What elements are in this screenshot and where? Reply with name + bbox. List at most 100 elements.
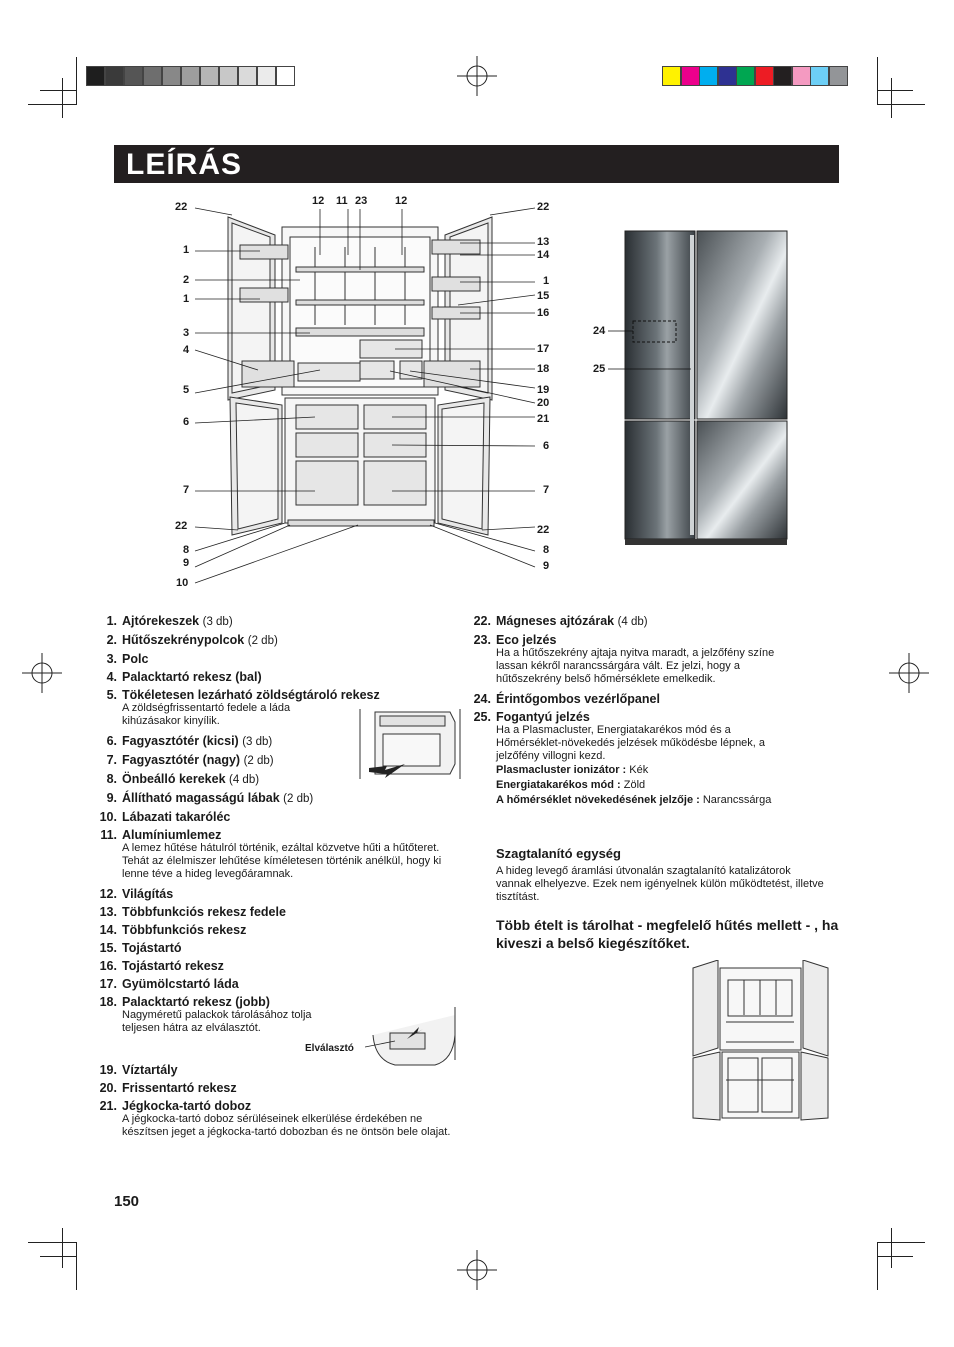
color-swatch xyxy=(662,66,681,86)
part-name: Palacktartó rekesz (bal) xyxy=(122,670,262,684)
callout-6-left: 6 xyxy=(183,416,190,428)
note-vegetable-drawer: A zöldségfrissentartó fedele a láda kihú… xyxy=(122,702,291,727)
part-name: Tojástartó rekesz xyxy=(122,959,224,973)
part-item: 6. Fagyasztótér (kicsi) (3 db) xyxy=(92,732,472,751)
part-item: 16. Tojástartó rekesz xyxy=(92,957,472,975)
part-item: 18.Palacktartó rekesz (jobb) xyxy=(92,993,472,1011)
part-number: 25. xyxy=(473,710,491,724)
indicator-color: Zöld xyxy=(623,779,646,791)
callout-4-left: 4 xyxy=(183,344,190,356)
note-bottle-rack: Nagyméretű palackok tárolásához tolja te… xyxy=(122,1009,312,1034)
callout-15-right: 15 xyxy=(537,290,550,302)
part-number: 11. xyxy=(100,828,117,842)
part-item: 19.Víztartály xyxy=(92,1061,472,1079)
part-number: 8. xyxy=(106,772,117,786)
callout-9-left: 9 xyxy=(183,557,190,569)
callout-9-right: 9 xyxy=(543,560,550,572)
callout-20-right: 20 xyxy=(537,397,550,409)
part-item: 8.Önbeálló kerekek (4 db) xyxy=(92,770,472,789)
part-number: 24. xyxy=(473,692,491,706)
gray-swatch xyxy=(238,66,257,86)
part-number: 4. xyxy=(106,670,117,684)
registration-target-left xyxy=(22,653,62,693)
indicator-color: Kék xyxy=(629,764,649,776)
part-quantity: (2 db) xyxy=(247,635,278,647)
callout-11-top: 11 xyxy=(336,195,348,207)
callout-19-right: 19 xyxy=(537,384,550,396)
part-name: Frissentartó rekesz xyxy=(122,1081,237,1095)
part-name: Önbeálló kerekek xyxy=(122,772,226,786)
part-item: 13. Többfunkciós rekesz fedele xyxy=(92,903,472,921)
part-item: 12.Világítás xyxy=(92,885,472,903)
part-number: 5. xyxy=(106,688,117,702)
gray-swatch xyxy=(181,66,200,86)
part-quantity: (2 db) xyxy=(283,793,314,805)
part-name: Többfunkciós rekesz xyxy=(122,923,247,937)
part-name: Fogantyú jelzés xyxy=(496,710,590,724)
gray-swatch xyxy=(200,66,219,86)
part-name: Tökéletesen lezárható zöldségtároló reke… xyxy=(122,688,380,702)
part-item: 14.Többfunkciós rekesz xyxy=(92,921,472,939)
deodorizer-title: Szagtalanító egység xyxy=(496,846,621,861)
part-quantity: (2 db) xyxy=(243,755,274,767)
color-swatch xyxy=(791,66,811,86)
note-ice-box: A jégkocka-tartó doboz sérüléseinek elke… xyxy=(122,1113,451,1138)
gray-swatch xyxy=(143,66,162,86)
callout-25: 25 xyxy=(593,363,606,375)
part-name: Jégkocka-tartó doboz xyxy=(122,1099,252,1113)
color-swatch xyxy=(828,66,848,86)
part-number: 17. xyxy=(99,977,117,991)
part-number: 6. xyxy=(106,734,117,748)
part-quantity: (3 db) xyxy=(202,616,233,628)
callout-8-right: 8 xyxy=(543,544,550,556)
gray-swatch xyxy=(276,66,295,86)
callout-22-top-left: 22 xyxy=(175,201,188,213)
callout-2-left: 2 xyxy=(183,274,190,286)
part-item: 15.Tojástartó xyxy=(92,939,472,957)
part-quantity: (3 db) xyxy=(242,736,273,748)
part-name: Érintőgombos vezérlőpanel xyxy=(496,692,660,706)
indicator-label: Plasmacluster ionizátor : xyxy=(496,764,627,776)
color-swatch xyxy=(699,66,718,86)
part-number: 18. xyxy=(99,995,117,1009)
gray-swatch xyxy=(86,66,105,86)
part-number: 3. xyxy=(106,652,117,666)
callout-23-top: 23 xyxy=(355,195,368,207)
deodorizer-text: A hideg levegő áramlási útvonalán szagta… xyxy=(496,865,824,903)
part-name: Gyümölcstartó láda xyxy=(122,977,239,991)
callout-16-right: 16 xyxy=(537,307,550,319)
callout-5-left: 5 xyxy=(183,384,190,396)
part-item: 10.Lábazati takaróléc xyxy=(92,808,472,826)
part-number: 20. xyxy=(99,1081,117,1095)
part-name: Lábazati takaróléc xyxy=(122,810,231,824)
gray-swatch xyxy=(162,66,181,86)
callout-8-left: 8 xyxy=(183,544,190,556)
color-swatch xyxy=(736,66,755,86)
color-swatch xyxy=(773,66,792,86)
part-number: 13. xyxy=(99,905,117,919)
part-name: Többfunkciós rekesz fedele xyxy=(122,905,286,919)
part-name: Fagyasztótér (kicsi) xyxy=(122,734,239,748)
callout-7-right: 7 xyxy=(543,484,550,496)
part-number: 12. xyxy=(99,887,117,901)
part-item: 9.Állítható magasságú lábak (2 db) xyxy=(92,789,472,808)
part-item: 7.Fagyasztótér (nagy) (2 db) xyxy=(92,751,472,770)
part-item: 3.Polc xyxy=(92,650,472,668)
part-item: 2.Hűtőszekrénypolcok (2 db) xyxy=(92,631,472,650)
color-swatch xyxy=(680,66,700,86)
callout-12-top-b: 12 xyxy=(395,195,408,207)
callout-17-right: 17 xyxy=(537,343,550,355)
gray-swatch xyxy=(257,66,276,86)
indicator-label: Energiatakarékos mód : xyxy=(496,779,621,791)
part-number: 16. xyxy=(99,959,117,973)
color-swatch xyxy=(717,66,737,86)
callout-10-left: 10 xyxy=(176,577,189,589)
indicator-label: A hőmérséklet növekedésének jelzője : xyxy=(496,794,700,806)
callout-22-top-right: 22 xyxy=(537,201,550,213)
part-item: 25. Fogantyú jelzés xyxy=(466,708,826,726)
color-swatch xyxy=(754,66,774,86)
callout-21-right: 21 xyxy=(537,413,550,425)
part-item: 20. Frissentartó rekesz xyxy=(92,1079,472,1097)
part-number: 21. xyxy=(99,1099,117,1113)
note-handle-indicator: Ha a Plasmacluster, Energiatakarékos mód… xyxy=(496,724,766,762)
